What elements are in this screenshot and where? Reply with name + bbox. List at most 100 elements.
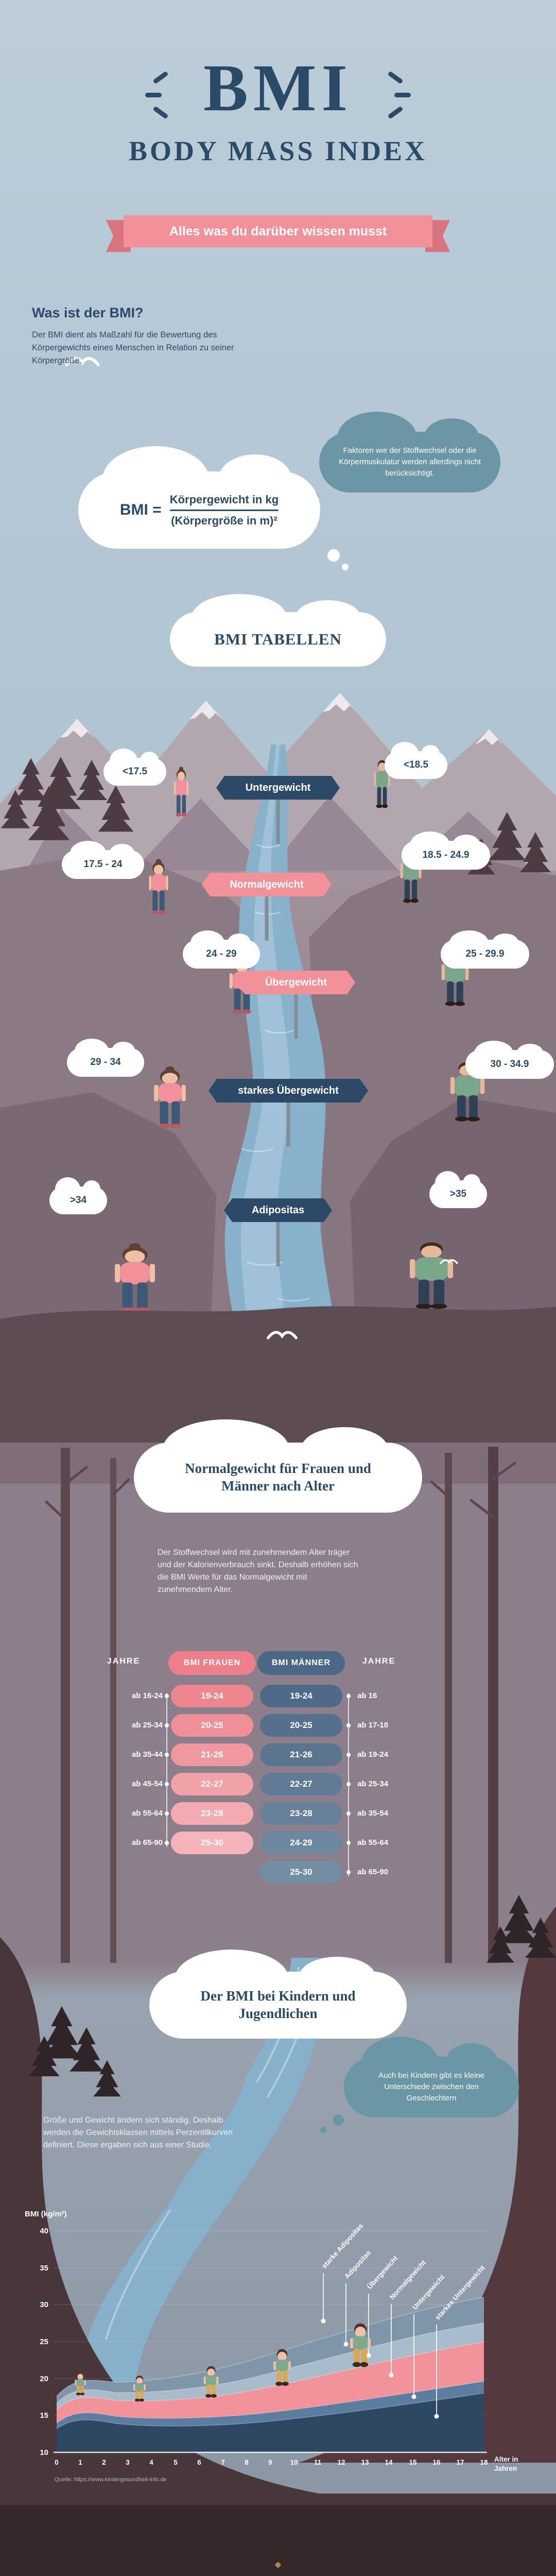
formula-numerator: Körpergewicht in kg: [169, 493, 279, 506]
timeline-dot: [165, 1841, 169, 1845]
x-tick: 2: [102, 2459, 106, 2466]
men-range-cloud: 25 - 29.9: [441, 930, 529, 969]
factors-note-cloud: Faktoren wie der Stoffwechsel oder die K…: [319, 412, 500, 493]
men-age: ab 25-34: [357, 1780, 389, 1788]
category-sign: Normalgewicht: [202, 873, 332, 896]
fraction-bar: [169, 509, 279, 511]
timeline-dot: [346, 1782, 351, 1786]
x-tick: 17: [456, 2459, 464, 2466]
page-title: BMI: [203, 51, 353, 125]
formula-lhs: BMI =: [119, 501, 162, 518]
timeline-dot: [346, 1723, 351, 1727]
category-sign: Adipositas: [224, 1198, 332, 1222]
formula-denominator: (Körpergröße in m)²: [171, 514, 277, 527]
x-tick: 13: [361, 2459, 369, 2466]
men-bmi-cell: 22-27: [260, 1773, 342, 1795]
timeline-dot: [165, 1694, 169, 1698]
timeline-dot: [346, 1811, 351, 1816]
chart-xlabel: Alter in: [494, 2455, 518, 2463]
women-range-cloud: 24 - 29: [183, 930, 260, 969]
women-bmi-cell: 19-24: [171, 1685, 253, 1707]
category-sign: starkes Übergewicht: [208, 1079, 368, 1103]
children-heading-cloud: Der BMI bei Kindern und Jugendlichen: [149, 1950, 407, 2039]
women-bmi-cell: 21-26: [171, 1743, 253, 1766]
page-subtitle: BODY MASS INDEX: [128, 135, 428, 166]
x-tick: 12: [337, 2459, 345, 2466]
women-bmi-cell: 25-30: [171, 1832, 253, 1854]
men-bmi-cell: 24-29: [260, 1832, 342, 1854]
women-range-cloud: >34: [49, 1177, 107, 1214]
children-heading-text: Der BMI bei Kindern und Jugendlichen: [200, 1988, 356, 2021]
men-bmi-cell: 19-24: [260, 1685, 342, 1707]
men-age: ab 17-18: [357, 1721, 389, 1730]
table-header-years-men: JAHRE: [362, 1657, 396, 1666]
table-header-men: BMI MÄNNER: [257, 1651, 345, 1675]
chart-xlabel: Jahren: [494, 2465, 517, 2472]
cloud-puff: [327, 549, 340, 562]
children-body: Größe und Gewicht ändern sich ständig. D…: [43, 2116, 233, 2149]
timeline-dot: [346, 1694, 351, 1698]
women-age: ab 16-24: [131, 1691, 163, 1700]
tables-heading-cloud: BMI TABELLEN: [170, 594, 386, 667]
header-banner: Alles was du darüber wissen musst: [124, 215, 432, 247]
intro-heading: Was ist der BMI?: [32, 305, 144, 320]
x-tick: 9: [268, 2459, 272, 2466]
category-sign: Übergewicht: [237, 971, 355, 994]
age-heading-text: Normalgewicht für Frauen und Männer nach…: [185, 1461, 371, 1494]
right-cliff: [299, 1906, 556, 2463]
tables-heading-text: BMI TABELLEN: [214, 630, 342, 648]
river-highlight: [240, 744, 290, 1346]
men-range-cloud: 18.5 - 24.9: [402, 831, 490, 870]
sign-post: [276, 799, 280, 844]
timeline-dot: [346, 1753, 351, 1757]
chart-ylabel: BMI (kg/m²): [25, 2210, 67, 2218]
x-tick: 15: [409, 2459, 417, 2466]
timeline-dot: [165, 1782, 169, 1786]
men-bmi-cell: 25-30: [260, 1861, 342, 1884]
men-age: ab 16: [357, 1691, 377, 1700]
women-age: ab 55-64: [131, 1809, 163, 1818]
men-range-cloud: <18.5: [385, 742, 447, 779]
y-tick: 40: [40, 2227, 48, 2235]
women-range-cloud: <17.5: [103, 749, 166, 786]
x-tick: 10: [290, 2459, 298, 2466]
men-bmi-cell: 21-26: [260, 1743, 342, 1766]
sign-post: [286, 1101, 290, 1147]
men-bmi-cell: 23-28: [260, 1802, 342, 1825]
sign-post: [276, 1221, 280, 1266]
women-age: ab 25-34: [131, 1721, 163, 1730]
timeline-dot: [165, 1753, 169, 1757]
men-range-cloud: 30 - 34.9: [465, 1040, 554, 1079]
table-header-years-women: JAHRE: [107, 1657, 141, 1666]
women-age: ab 65-90: [131, 1838, 163, 1847]
x-tick: 6: [197, 2459, 201, 2466]
sign-post: [294, 993, 298, 1039]
table-header-women: BMI FRAUEN: [168, 1651, 256, 1675]
age-body: Der Stoffwechsel wird mit zunehmendem Al…: [158, 1548, 358, 1594]
x-tick: 0: [55, 2459, 59, 2466]
x-ticks: 0 1 2 3 4 5 6 7 8 9 10 11 12 13 14 15 16…: [55, 2459, 488, 2466]
women-bmi-cell: 23-28: [171, 1802, 253, 1825]
cloud-puff: [333, 2114, 344, 2126]
x-tick: 7: [221, 2459, 225, 2466]
y-tick: 20: [40, 2375, 48, 2383]
x-tick: 3: [126, 2459, 130, 2466]
women-range-cloud: 29 - 34: [67, 1038, 144, 1077]
intro-body: Der BMI dient als Maßzahl für die Bewert…: [32, 330, 234, 365]
timeline-dot: [346, 1870, 351, 1874]
x-tick: 14: [385, 2459, 393, 2466]
children-note-text: Auch bei Kindern gibt es kleine Untersch…: [378, 2071, 484, 2103]
factors-note-text: Faktoren wie der Stoffwechsel oder die K…: [339, 446, 481, 478]
women-bmi-cell: 20-25: [171, 1714, 253, 1737]
waterfall: [76, 1958, 326, 2400]
x-tick: 8: [245, 2459, 249, 2466]
women-age: ab 45-54: [131, 1780, 163, 1788]
sign-post: [265, 895, 269, 941]
x-tick: 16: [432, 2459, 441, 2466]
timeline-dot: [346, 1841, 351, 1845]
men-age: ab 55-64: [357, 1838, 389, 1847]
timeline-dot: [165, 1811, 169, 1816]
y-tick: 15: [40, 2411, 48, 2420]
category-sign: Untergewicht: [216, 776, 340, 800]
y-tick: 25: [40, 2337, 48, 2346]
